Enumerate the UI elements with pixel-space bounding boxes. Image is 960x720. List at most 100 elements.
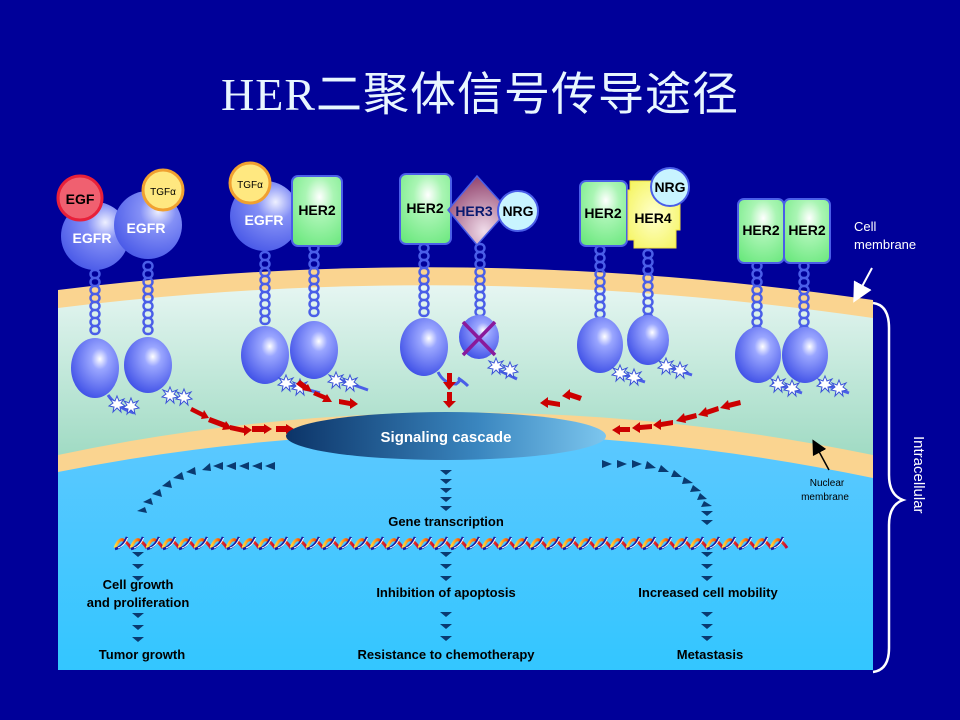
egfr-label: EGFR: [73, 230, 112, 246]
tgf-alpha-ligand: [141, 168, 185, 212]
her2-extracellular: [579, 180, 628, 247]
dna-strand-segment: [674, 536, 689, 551]
dna-strand-highlight: [229, 537, 241, 549]
dna-strand-segment: [337, 538, 357, 549]
outcome-effect-line: Increased cell mobility: [638, 585, 778, 600]
dna-strand-segment: [498, 536, 513, 551]
cell-membrane-label: membrane: [854, 237, 916, 252]
dna-strand-highlight: [549, 537, 561, 549]
nuclear-membrane-label: membrane: [801, 492, 849, 503]
dna-helix: [113, 536, 789, 551]
dna-strand-highlight: [165, 537, 177, 549]
outcome-effect-line: Cell growth: [103, 577, 174, 592]
dna-strand-highlight: [197, 537, 209, 549]
slide-title: HER二聚体信号传导途径: [221, 69, 739, 120]
dna-strand-segment: [609, 538, 629, 549]
nrg-ligand: [497, 190, 539, 232]
dna-strand-segment: [402, 536, 417, 551]
dna-strand-segment: [290, 536, 305, 551]
dna-strand-segment: [241, 538, 261, 549]
dna-strand-highlight: [661, 537, 673, 549]
dna-strand-highlight: [245, 537, 257, 549]
dna-strand-highlight: [645, 537, 657, 549]
dna-strand-highlight: [181, 537, 193, 549]
dna-strand-segment: [210, 536, 225, 551]
her2-label: HER2: [298, 202, 336, 218]
dna-strand-segment: [738, 536, 753, 551]
dna-strand-segment: [449, 538, 469, 549]
dna-strand-segment: [497, 538, 517, 549]
tgf-alpha-label: TGFα: [150, 187, 176, 198]
dna-strand-segment: [673, 538, 693, 549]
dna-strand-highlight: [469, 537, 481, 549]
dna-strand-highlight: [357, 537, 369, 549]
inhibition-x-icon: [461, 320, 497, 357]
kinase-domain: [71, 338, 119, 398]
dna-strand-segment: [689, 538, 709, 549]
her3-extracellular: [447, 174, 510, 247]
receptor-her2-her2: HER2 HER2: [737, 198, 831, 264]
dna-strand-highlight: [629, 537, 641, 549]
dna-strand-segment: [770, 536, 785, 551]
dna-strand-segment: [194, 536, 209, 551]
receptor-egfr-her2: EGFR TGFα HER2: [228, 161, 343, 251]
dna-strand-highlight: [581, 537, 593, 549]
cell-membrane-label: Cell: [854, 219, 877, 234]
outcome-effect-line: Inhibition of apoptosis: [376, 585, 515, 600]
dna-strand-segment: [369, 538, 389, 549]
cell-membrane-arrow: [853, 267, 873, 303]
dna-strand-segment: [610, 536, 625, 551]
outcome-effect-line: and proliferation: [87, 595, 190, 610]
dna-strand-highlight: [533, 537, 545, 549]
dna-strand-segment: [721, 538, 741, 549]
dna-strand-segment: [657, 538, 677, 549]
dna-strand-segment: [273, 538, 293, 549]
egf-label: EGF: [66, 191, 95, 207]
dna-strand-segment: [769, 538, 789, 549]
dna-strand-highlight: [421, 537, 433, 549]
dna-strand-segment: [690, 536, 705, 551]
dna-strand-segment: [209, 538, 229, 549]
dna-strand-segment: [641, 538, 661, 549]
dna-strand-segment: [338, 536, 353, 551]
dna-strand-segment: [626, 536, 641, 551]
nuclear-membrane-label: Nuclear: [810, 478, 845, 489]
kinase-domains: [71, 315, 850, 415]
receptor-her2-her3: HER2 HER3 NRG: [399, 173, 539, 247]
outcome-center: Inhibition of apoptosis Resistance to ch…: [357, 585, 535, 662]
dna-strand-segment: [113, 538, 133, 549]
tgf-alpha-label: TGFα: [237, 180, 263, 191]
intracellular-label: Intracellular: [910, 436, 927, 514]
dna-strand-highlight: [677, 537, 689, 549]
kinase-domain: [577, 317, 623, 373]
dna-strand-segment: [578, 536, 593, 551]
dna-strand-highlight: [693, 537, 705, 549]
dna-strand-segment: [145, 538, 165, 549]
signaling-cascade-ellipse: [286, 412, 606, 460]
nuclear-membrane-arrow: [812, 439, 830, 471]
intracellular-brace: [872, 301, 907, 674]
dna-strand-segment: [322, 536, 337, 551]
signaling-cascade-label: Signaling cascade: [381, 429, 512, 446]
outcome-right: Increased cell mobility Metastasis: [638, 585, 778, 662]
dna-strand-segment: [658, 536, 673, 551]
dna-strand-highlight: [133, 537, 145, 549]
dna-strand-segment: [289, 538, 309, 549]
her2-extracellular: [291, 175, 343, 247]
kinase-domain: [400, 318, 448, 376]
dna-strand-highlight: [117, 537, 129, 549]
dna-strand-segment: [130, 536, 145, 551]
dna-strand-highlight: [453, 537, 465, 549]
dna-strand-segment: [305, 538, 325, 549]
dna-strand-segment: [594, 536, 609, 551]
dna-strand-segment: [401, 538, 421, 549]
dna-strand-segment: [529, 538, 549, 549]
her4-label: HER4: [634, 210, 672, 226]
dna-strand-segment: [417, 538, 437, 549]
dna-strand-segment: [353, 538, 373, 549]
dna-strand-segment: [114, 536, 129, 551]
outcome-result: Metastasis: [677, 647, 743, 662]
gene-transcription-label: Gene transcription: [388, 514, 504, 529]
dna-strand-highlight: [389, 537, 401, 549]
